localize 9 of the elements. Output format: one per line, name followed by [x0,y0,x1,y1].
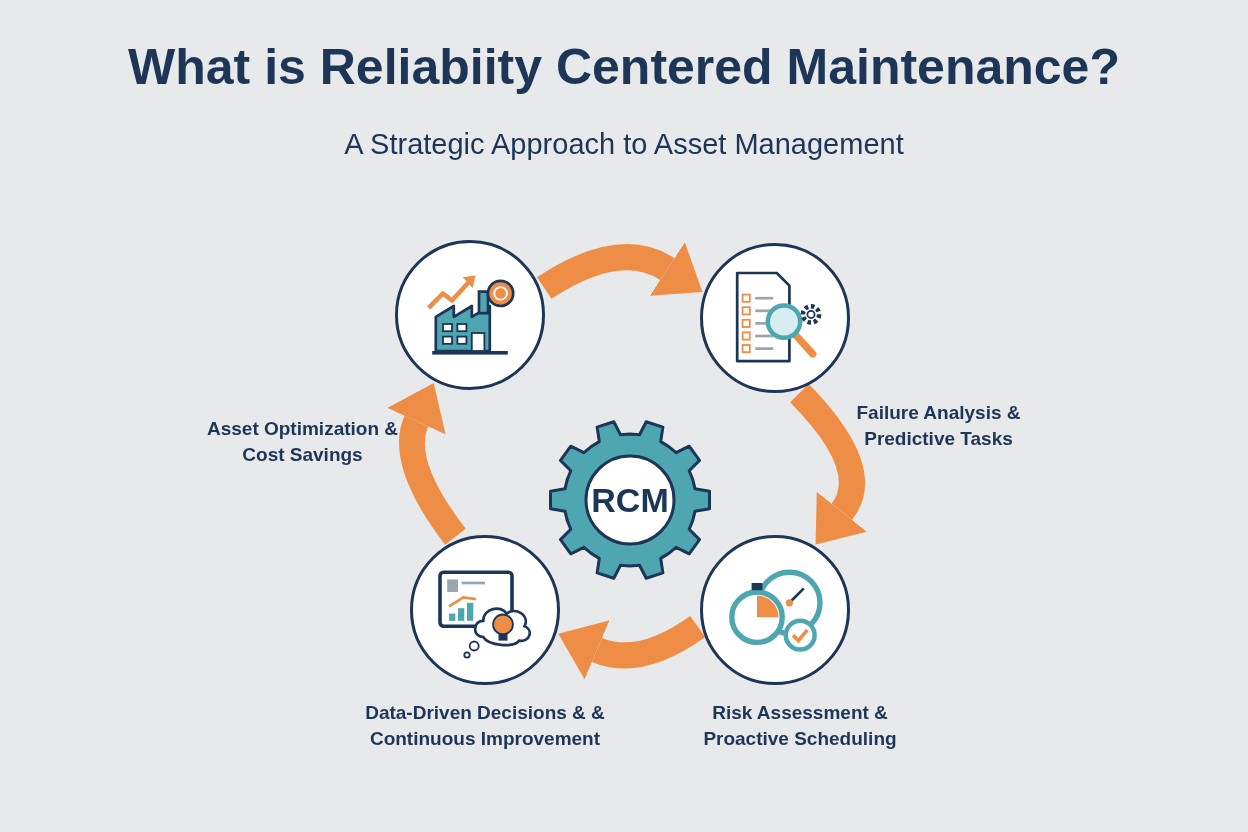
curved-arrow [557,615,706,681]
node-caption: Data-Driven Decisions & & Continuous Improvement [364,701,606,751]
gear-label: RCM [591,480,669,520]
curved-arrow [386,381,466,545]
subtitle: A Strategic Approach to Asset Management [344,128,904,161]
title: What is Reliabiity Centered Maintenance? [128,38,1120,96]
node-caption: Failure Analysis & Predictive Tasks [855,401,1022,451]
node-caption: Asset Optimization & Cost Savings [205,417,400,467]
node-caption: Risk Assessment & Proactive Scheduling [702,701,898,751]
